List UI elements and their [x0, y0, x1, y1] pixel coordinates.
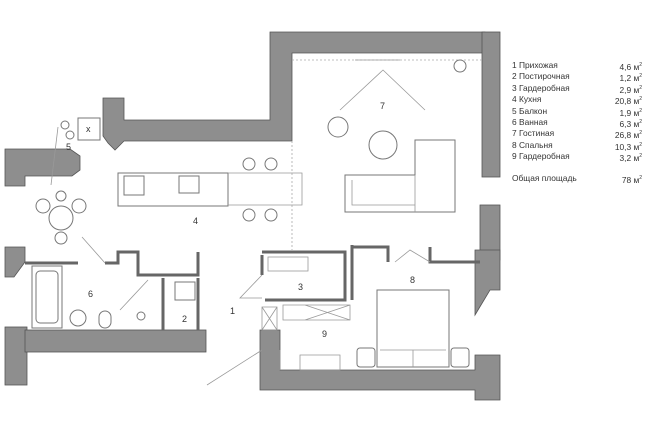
sink	[123, 175, 145, 196]
room-number-6: 6	[88, 289, 93, 299]
wall-kitchen-living	[102, 31, 486, 151]
plant-icon	[453, 59, 467, 73]
coffee-table	[368, 130, 398, 160]
legend-row: 8 Спальня 10,3 м2	[512, 139, 642, 152]
legend-room-label: 1 Прихожая	[512, 60, 558, 70]
wall-living-right	[481, 31, 501, 178]
toilet	[98, 310, 112, 329]
area-legend: 1 Прихожая 4,6 м2 2 Постирочная 1,2 м2 3 Г…	[512, 60, 642, 184]
legend-row: 5 Балкон 1,9 м2	[512, 105, 642, 118]
room-number-3: 3	[298, 282, 303, 292]
legend-room-area: 6,3 м2	[619, 118, 642, 129]
wardrobe-3	[267, 256, 309, 272]
washing-machine	[174, 281, 196, 301]
wall-bedroom-right	[474, 249, 501, 317]
pillows	[380, 349, 446, 367]
legend-row: 7 Гостиная 26,8 м2	[512, 128, 642, 141]
tv-unit	[339, 59, 426, 111]
legend-total-row: Общая площадь 78 м2	[512, 172, 642, 185]
hangers	[279, 350, 341, 371]
legend-room-area: 10,3 м2	[614, 141, 642, 152]
legend-total-area: 78 м2	[621, 174, 642, 185]
legend-room-area: 4,6 м2	[619, 61, 642, 72]
legend-total-label: Общая площадь	[512, 172, 577, 183]
door-swings	[50, 126, 431, 386]
legend-room-label: 3 Гардеробная	[512, 82, 570, 93]
room-number-9: 9	[322, 329, 327, 339]
sofa-seat	[351, 175, 416, 212]
washbasin	[69, 309, 87, 327]
bar-table	[228, 172, 303, 206]
shower-drain	[136, 311, 146, 321]
plant-icon	[60, 120, 75, 140]
room-number-2: 2	[182, 314, 187, 324]
bar-stools	[242, 157, 278, 222]
nightstand-left	[356, 347, 376, 368]
cooktop	[178, 175, 200, 194]
nightstand-right	[450, 347, 470, 368]
balcony-box	[77, 117, 101, 141]
room-number-5: 5	[66, 142, 71, 152]
bathtub-inner	[35, 270, 59, 324]
legend-row: 4 Кухня 20,8 м2	[512, 94, 642, 106]
legend-room-area: 2,9 м2	[619, 84, 642, 95]
wall-left-bottom	[4, 326, 28, 386]
wall-left-top	[4, 148, 81, 187]
legend-room-label: 7 Гостиная	[512, 128, 555, 139]
wall-left-mid	[4, 246, 26, 278]
legend-room-area: 20,8 м2	[614, 95, 642, 106]
room-number-1: 1	[230, 306, 235, 316]
legend-room-area: 1,9 м2	[619, 107, 642, 118]
dining-table	[35, 190, 87, 245]
legend-room-area: 3,2 м2	[619, 152, 642, 163]
room-number-8: 8	[410, 275, 415, 285]
sofa	[344, 139, 456, 213]
legend-row: 6 Ванная 6,3 м2	[512, 116, 642, 129]
balcony-mark: x	[86, 124, 91, 134]
legend-row: 1 Прихожая 4,6 м2	[512, 60, 642, 72]
legend-row: 9 Гардеробная 3,2 м2	[512, 151, 642, 163]
legend-room-area: 26,8 м2	[614, 130, 642, 141]
armchair	[327, 116, 349, 138]
wardrobe-9	[261, 304, 351, 331]
room-number-4: 4	[193, 216, 198, 226]
legend-room-area: 1,2 м2	[619, 73, 642, 84]
legend-room-label: 9 Гардеробная	[512, 151, 570, 162]
legend-room-label: 5 Балкон	[512, 105, 548, 116]
legend-row: 3 Гардеробная 2,9 м2	[512, 82, 642, 95]
legend-room-label: 4 Кухня	[512, 94, 542, 105]
legend-room-label: 2 Постирочная	[512, 71, 570, 82]
legend-row: 2 Постирочная 1,2 м2	[512, 71, 642, 84]
room-number-7: 7	[380, 101, 385, 111]
legend-room-label: 6 Ванная	[512, 116, 548, 127]
legend-room-label: 8 Спальня	[512, 139, 553, 150]
wall-bath-bottom	[24, 329, 207, 353]
